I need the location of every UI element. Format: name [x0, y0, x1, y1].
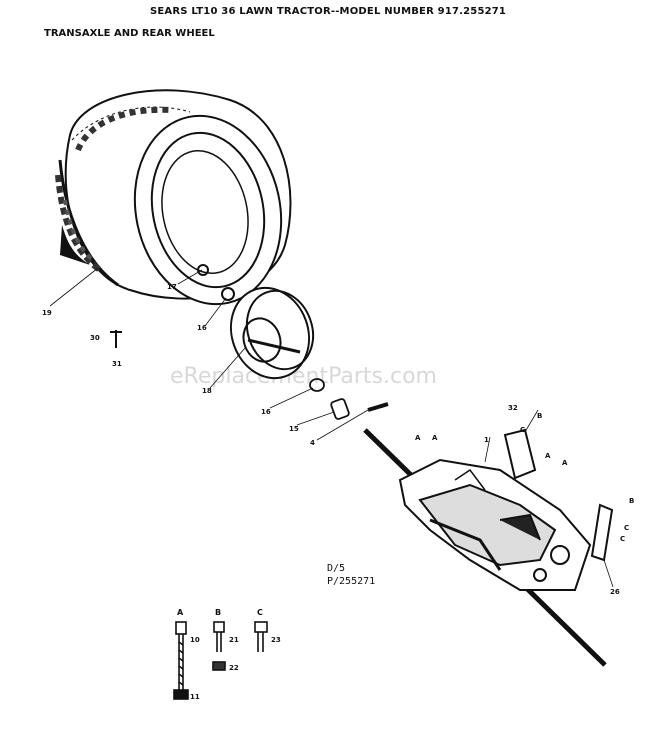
legend-nut-a: 11	[190, 693, 200, 701]
label-spacer: 15	[289, 425, 299, 433]
callout-a-2: A	[432, 434, 438, 442]
wheel-rim-drawing	[197, 264, 315, 380]
legend-part-a: 10	[190, 636, 200, 644]
callout-b-2: B	[629, 497, 634, 505]
small-parts-drawing	[110, 330, 389, 420]
label-wheel-rim: 18	[202, 387, 212, 395]
callout-a-4: A	[562, 459, 568, 467]
legend-part-b: 21	[229, 636, 239, 644]
label-shifter-bracket: 26	[610, 588, 620, 596]
callout-c-3: C	[620, 535, 625, 543]
callout-c-1: C	[520, 426, 525, 434]
label-bracket: 32	[508, 404, 518, 412]
tire-drawing	[55, 89, 292, 306]
diagram-subtitle: TRANSAXLE AND REAR WHEEL	[44, 28, 215, 39]
legend-part-c: 23	[271, 636, 281, 644]
watermark: eReplacementParts.com	[170, 364, 437, 389]
legend-letter-b: B	[215, 608, 221, 617]
callout-a-3: A	[545, 452, 551, 460]
callout-c-2: C	[624, 524, 629, 532]
callout-b-1: B	[537, 412, 542, 420]
label-bolt-left-lower: 31	[112, 360, 122, 368]
drawing-code-line2: P/255271	[327, 576, 376, 587]
label-bolt-left: 30	[90, 334, 100, 342]
transaxle-drawing	[363, 428, 614, 667]
label-bushing-upper: 16	[197, 324, 207, 332]
label-bushing-lower: 16	[261, 408, 271, 416]
label-transaxle: 1	[484, 436, 489, 444]
legend-letter-c: C	[257, 608, 263, 617]
legend-letter-a: A	[177, 608, 184, 617]
page-title: SEARS LT10 36 LAWN TRACTOR--MODEL NUMBER…	[150, 6, 507, 17]
label-tire: 19	[42, 309, 52, 317]
label-key: 4	[310, 439, 315, 447]
leader-lines	[49, 267, 614, 588]
fasteners-drawing	[173, 621, 268, 700]
callout-a-1: A	[415, 434, 421, 442]
tire-shadow	[60, 225, 90, 265]
label-valve: 17	[167, 283, 177, 291]
legend-nut-b: 22	[229, 664, 239, 672]
drawing-code-line1: D/5	[327, 563, 346, 574]
